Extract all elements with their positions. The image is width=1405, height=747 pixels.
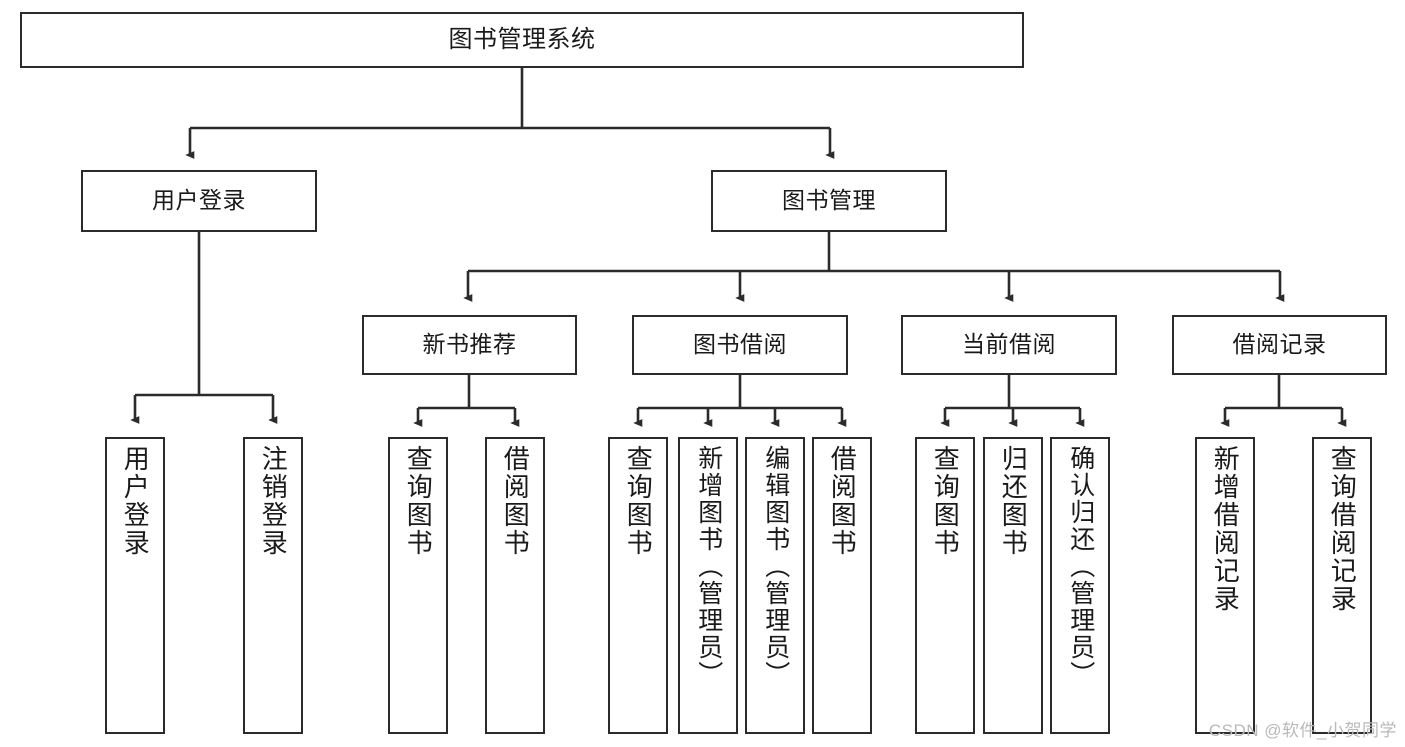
node-book-manage[interactable]: 图书管理 <box>711 170 947 232</box>
node-user-login[interactable]: 用户登录 <box>81 170 317 232</box>
node-label: 新增图书（管理员） <box>694 445 723 688</box>
node-label: 归还图书 <box>998 445 1029 557</box>
node-leaf-add-borrow-record[interactable]: 新增借阅记录 <box>1195 437 1255 734</box>
node-label: 图书管理 <box>782 187 876 214</box>
node-leaf-logout[interactable]: 注销登录 <box>243 437 303 734</box>
node-book-borrow[interactable]: 图书借阅 <box>632 315 848 375</box>
node-leaf-add-book[interactable]: 新增图书（管理员） <box>678 437 738 734</box>
node-label: 编辑图书（管理员） <box>761 445 790 688</box>
node-label: 用户登录 <box>120 445 151 557</box>
node-leaf-borrow-book-recommend[interactable]: 借阅图书 <box>485 437 545 734</box>
node-leaf-query-book-current[interactable]: 查询图书 <box>915 437 975 734</box>
node-label: 借阅图书 <box>827 445 858 557</box>
node-label: 查询图书 <box>403 445 434 557</box>
node-leaf-query-borrow-record[interactable]: 查询借阅记录 <box>1312 437 1372 734</box>
node-label: 借阅记录 <box>1232 331 1327 358</box>
node-leaf-query-book-recommend[interactable]: 查询图书 <box>388 437 448 734</box>
node-label: 新书推荐 <box>422 331 517 358</box>
node-label: 查询图书 <box>930 445 961 557</box>
node-leaf-query-book-borrow[interactable]: 查询图书 <box>608 437 668 734</box>
node-label: 查询图书 <box>623 445 654 557</box>
node-leaf-borrow-book[interactable]: 借阅图书 <box>812 437 872 734</box>
node-label: 图书管理系统 <box>448 25 596 53</box>
node-new-book-recommend[interactable]: 新书推荐 <box>362 315 577 375</box>
node-label: 查询借阅记录 <box>1327 445 1358 613</box>
node-label: 图书借阅 <box>693 331 787 358</box>
node-label: 新增借阅记录 <box>1210 445 1241 613</box>
node-label: 注销登录 <box>258 445 289 557</box>
node-label: 确认归还（管理员） <box>1066 445 1095 688</box>
csdn-watermark: CSDN @软件_小贺同学 <box>1208 721 1397 740</box>
node-label: 当前借阅 <box>962 331 1056 358</box>
node-label: 借阅图书 <box>500 445 531 557</box>
node-current-borrow[interactable]: 当前借阅 <box>901 315 1117 375</box>
node-leaf-confirm-return[interactable]: 确认归还（管理员） <box>1050 437 1110 734</box>
node-root-system[interactable]: 图书管理系统 <box>20 12 1024 68</box>
node-leaf-return-book[interactable]: 归还图书 <box>983 437 1043 734</box>
node-leaf-edit-book[interactable]: 编辑图书（管理员） <box>745 437 805 734</box>
node-leaf-user-login[interactable]: 用户登录 <box>105 437 165 734</box>
node-borrow-record[interactable]: 借阅记录 <box>1172 315 1387 375</box>
node-label: 用户登录 <box>152 187 246 214</box>
